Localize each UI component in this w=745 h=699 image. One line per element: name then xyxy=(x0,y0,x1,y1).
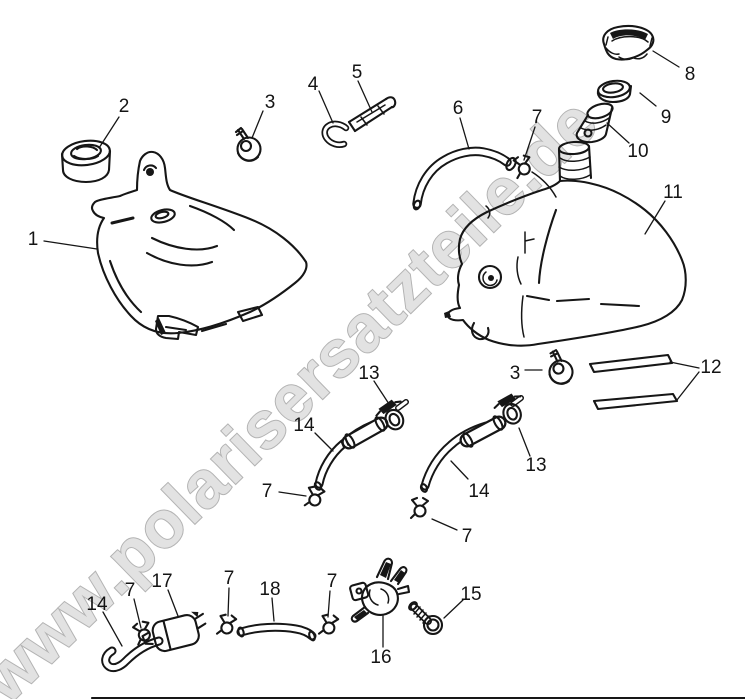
part-oil-tank xyxy=(90,150,308,341)
callout-6: 6 xyxy=(453,98,464,119)
callout-7f: 7 xyxy=(327,571,338,592)
callout-14c: 14 xyxy=(86,594,108,615)
callout-8: 8 xyxy=(685,64,696,85)
callout-5: 5 xyxy=(352,62,363,83)
callout-3b: 3 xyxy=(510,363,521,384)
callout-11: 11 xyxy=(663,182,683,203)
callout-7a: 7 xyxy=(532,107,543,128)
part-vent-hose xyxy=(412,146,557,211)
callout-13b: 13 xyxy=(525,455,546,476)
callout-4: 4 xyxy=(308,74,319,95)
part-fuel-valve xyxy=(349,557,411,623)
callout-18: 18 xyxy=(259,579,280,600)
part-hook xyxy=(321,120,350,148)
callout-7d: 7 xyxy=(125,580,136,601)
part-fuel-filter xyxy=(141,611,207,653)
callout-9: 9 xyxy=(661,107,672,128)
line-art xyxy=(43,24,745,699)
callout-7e: 7 xyxy=(224,568,235,589)
callout-labels: 2 1 3 4 5 6 7 8 9 10 11 3 12 13 14 7 13 … xyxy=(28,62,722,668)
part-fuel-cap xyxy=(602,24,655,61)
part-strap xyxy=(347,96,397,133)
part-fuel-hose-bottom xyxy=(101,618,164,673)
callout-16: 16 xyxy=(370,647,391,668)
callout-17: 17 xyxy=(151,571,172,592)
part-grommet xyxy=(60,139,112,184)
part-filler-neck xyxy=(575,102,614,144)
callout-2: 2 xyxy=(119,96,130,117)
leader-lines xyxy=(43,50,700,648)
callout-3a: 3 xyxy=(265,92,276,113)
part-fuel-line xyxy=(236,622,317,642)
callout-7c: 7 xyxy=(462,526,473,547)
callout-7b: 7 xyxy=(262,481,273,502)
part-cap-gasket xyxy=(596,79,633,104)
part-hex-bolt xyxy=(408,601,444,636)
callout-15: 15 xyxy=(460,584,481,605)
part-fuel-hose-center xyxy=(409,389,530,520)
callout-1: 1 xyxy=(28,229,39,250)
callout-14a: 14 xyxy=(293,415,315,436)
callout-10: 10 xyxy=(627,141,648,162)
callout-14b: 14 xyxy=(468,481,490,502)
callout-13a: 13 xyxy=(358,363,379,384)
callout-12: 12 xyxy=(700,357,721,378)
part-fuel-tank xyxy=(444,140,687,347)
part-fuel-hose-left xyxy=(303,395,413,510)
